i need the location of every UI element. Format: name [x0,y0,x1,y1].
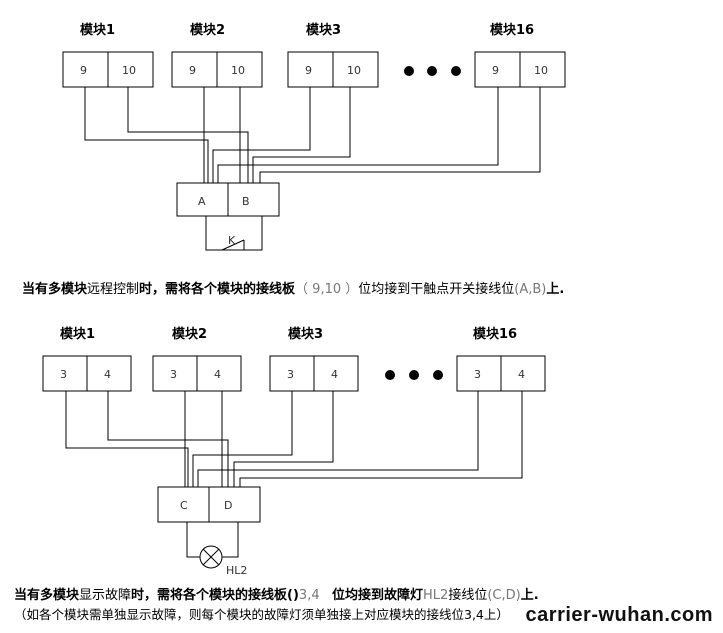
diagram-1 [62,51,566,251]
diagram-2-labels: 模块1 模块2 模块3 模块16 3 4 3 4 3 4 3 4 C D HL2 [60,326,525,577]
terminal-label: 9 [492,64,499,77]
caption-part: 显示故障 [79,588,132,603]
terminal-label: 4 [104,368,111,381]
caption-part: 时，需将各个模块的接线板 [139,282,296,297]
caption-fault-display: 当有多模块显示故障时，需将各个模块的接线板()3,4 位均接到故障灯HL2接线位… [14,584,539,603]
terminal-label: 3 [287,368,294,381]
terminal-label: 10 [347,64,361,77]
module-label: 模块1 [80,22,115,38]
terminal-c-label: C [180,499,188,512]
caption-part: （ 9,10 ） [295,282,359,297]
terminal-label: 4 [331,368,338,381]
terminal-label: 10 [122,64,136,77]
module-label: 模块3 [288,326,323,342]
caption-part: 上. [546,282,565,297]
caption-part: 时，需将各个模块的接线板() [131,588,299,603]
terminal-b-label: B [242,195,250,208]
note-individual-fault: （如各个模块需单独显示故障，则每个模块的故障灯须单独接上对应模块的接线位3,4上… [14,607,509,622]
terminal-label: 3 [170,368,177,381]
switch-k [205,216,263,251]
module-label: 模块3 [306,22,341,38]
lamp-hl2 [199,545,223,569]
terminal-label: 9 [189,64,196,77]
diagram-1-labels: 模块1 模块2 模块3 模块16 9 10 9 10 9 10 9 10 A B… [80,22,548,247]
caption-part: 当有多模块 [22,282,88,297]
terminal-d-label: D [224,499,232,512]
ellipsis-dots [404,66,461,76]
diagram-2 [42,355,546,569]
terminal-label: 4 [518,368,525,381]
terminal-label: 3 [474,368,481,381]
lamp-circuit [186,522,200,558]
module-label: 模块16 [473,326,517,342]
terminal-a-label: A [198,195,206,208]
caption-part: (C,D) [487,588,521,603]
caption-part: 位均接到故障灯 [332,588,424,603]
module-label: 模块2 [190,22,225,38]
terminal-label: 9 [80,64,87,77]
terminal-label: 10 [534,64,548,77]
caption-part: 当有多模块 [14,588,80,603]
caption-part: 远程控制 [87,282,140,297]
watermark: carrier-wuhan.com [525,604,713,626]
ellipsis-dots [385,370,443,380]
module-label: 模块2 [172,326,207,342]
module-label: 模块16 [490,22,534,38]
switch-label: K [228,234,236,247]
caption-part: (A,B) [514,282,547,297]
caption-part: 上. [520,588,539,603]
caption-part: 位均接到干触点开关接线位 [358,282,515,297]
lamp-label: HL2 [226,564,247,577]
terminal-label: 10 [231,64,245,77]
caption-part: 接线位 [448,588,488,603]
terminal-label: 9 [305,64,312,77]
caption-part: HL2 [423,588,449,603]
caption-remote-control: 当有多模块远程控制时，需将各个模块的接线板（ 9,10 ）位均接到干触点开关接线… [22,278,564,297]
caption-part: 3,4 [298,588,320,603]
terminal-label: 3 [60,368,67,381]
terminal-label: 4 [214,368,221,381]
module-label: 模块1 [60,326,95,342]
